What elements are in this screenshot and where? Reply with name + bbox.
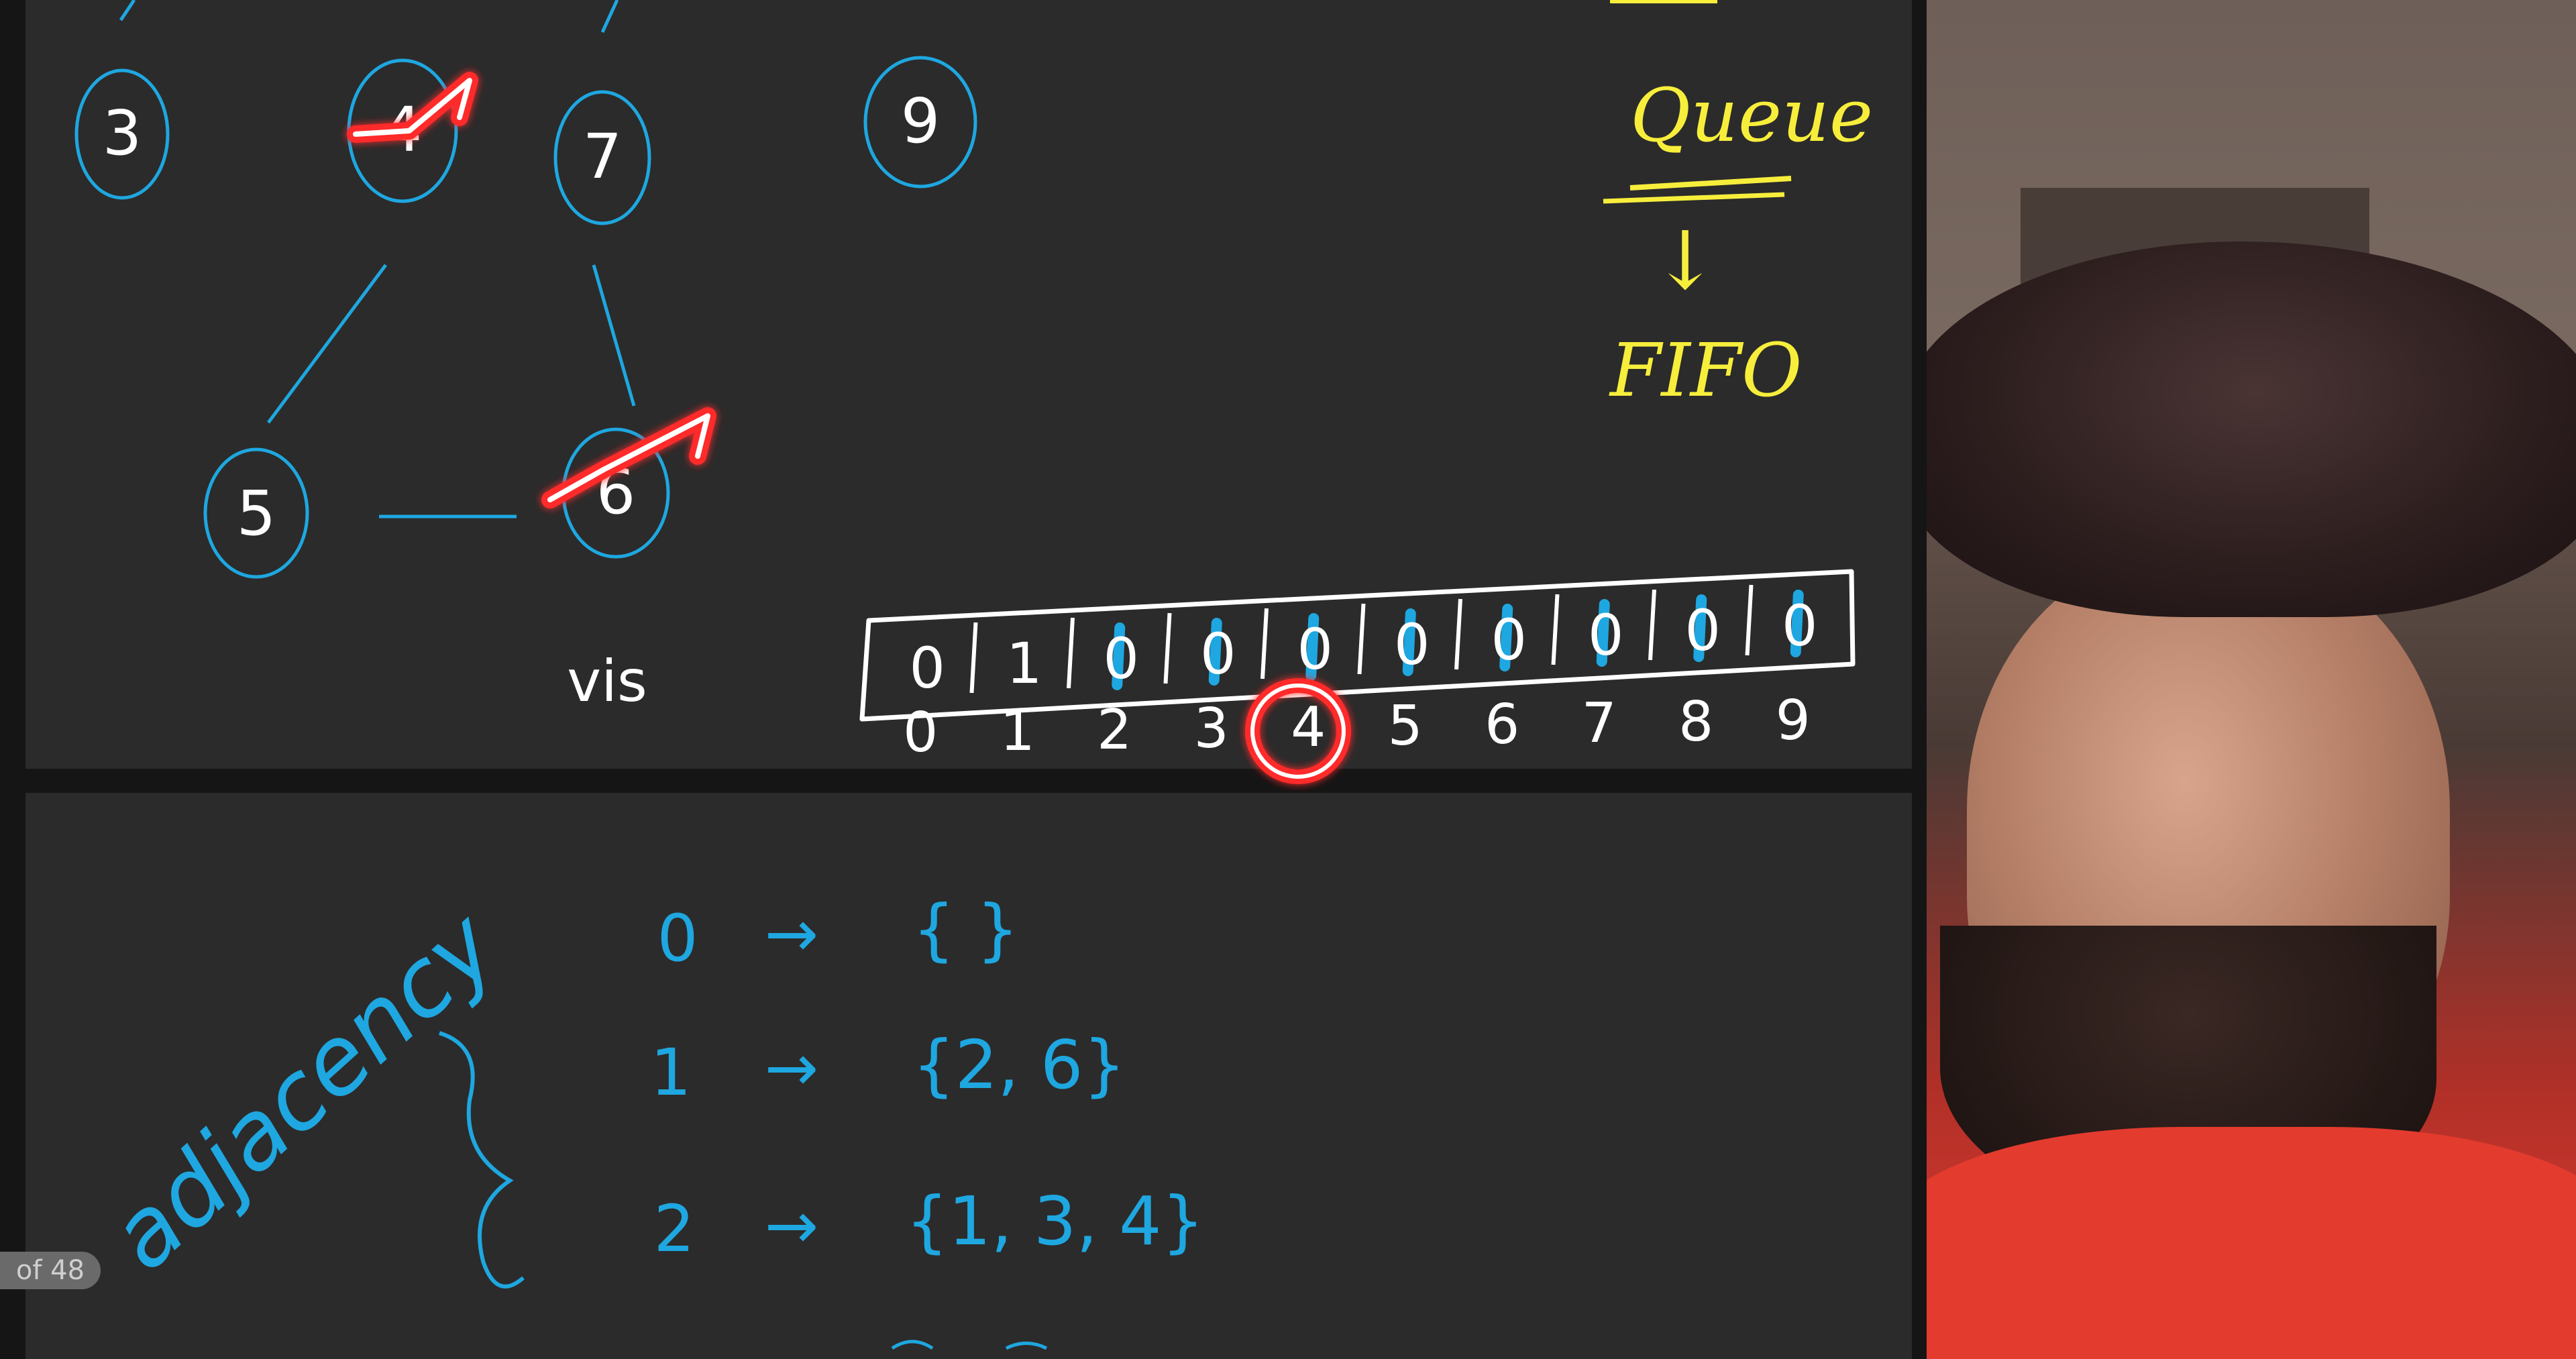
vis-cell-mark: [1596, 599, 1610, 667]
vis-cell-value: 0: [1685, 598, 1721, 663]
queue-underline: [1603, 192, 1785, 204]
presenter-hair: [1927, 241, 2576, 617]
page-counter: of 48: [0, 1252, 101, 1289]
graph-node-4: 4: [347, 58, 478, 203]
graph-edge-7-6: [592, 264, 636, 406]
vis-cell-divider: [1551, 594, 1560, 665]
node-label: 3: [103, 97, 142, 169]
adjacency-row-0: 0 → { }: [657, 890, 1019, 976]
adjacency-node: 2: [653, 1191, 694, 1266]
vis-cell-divider: [1067, 617, 1075, 689]
graph-node-9: 9: [863, 56, 977, 188]
vis-cell-mark: [1305, 613, 1320, 681]
vis-index-label: 9: [1776, 689, 1811, 753]
graph-edge-4-5: [266, 264, 388, 424]
vis-cell-divider: [1260, 608, 1269, 680]
presenter-webcam: [1927, 0, 2576, 1359]
vis-index-label: 4: [1291, 696, 1326, 759]
graph-node-7: 7: [553, 90, 651, 225]
vis-cell-value: 0: [1491, 607, 1527, 673]
vis-index-label: 5: [1388, 694, 1423, 758]
vis-cell-mark: [1208, 618, 1222, 686]
adjacency-row-1: 1 → {2, 6}: [650, 1026, 1126, 1110]
vis-cell-value: 0: [1297, 616, 1333, 682]
vis-index-label: 3: [1194, 697, 1229, 761]
adjacency-side-label: adjacency: [90, 890, 519, 1291]
arrow-right-icon: →: [765, 1030, 818, 1105]
vis-cell-mark: [1499, 604, 1513, 671]
vis-label: vis: [567, 648, 647, 715]
graph-edge-partial: [119, 0, 136, 21]
queue-label: Queue: [1630, 72, 1873, 158]
adjacency-brace: [439, 1031, 525, 1289]
arrow-right-icon: →: [765, 896, 818, 971]
vis-cell-divider: [1745, 584, 1754, 656]
vis-cell-value: 0: [910, 635, 945, 701]
down-arrow-icon: ↓: [1652, 215, 1719, 308]
vis-index-label: 1: [1000, 700, 1035, 763]
partial-row-mark: [1005, 1342, 1048, 1350]
graph-node-5: 5: [203, 447, 309, 579]
queue-underline: [1629, 176, 1792, 191]
presenter-shirt: [1927, 1127, 2576, 1359]
adjacency-node: 1: [650, 1035, 691, 1110]
adjacency-list: adjacency 0 → { } 1 → {2, 6} 2 → {1, 3, …: [90, 890, 1204, 1350]
vis-cell-divider: [1454, 598, 1462, 670]
adjacency-row-2: 2 → {1, 3, 4}: [653, 1182, 1204, 1266]
vis-cell-value: 1: [1006, 631, 1042, 696]
vis-cell-mark: [1693, 594, 1707, 662]
vis-index-label: 8: [1678, 690, 1713, 754]
fifo-label: FIFO: [1609, 327, 1802, 413]
whiteboard-bottom-panel: [25, 793, 1912, 1359]
adjacency-neighbors: {2, 6}: [912, 1026, 1126, 1104]
graph-node-6: 6: [541, 407, 716, 559]
vis-index-label: 7: [1582, 692, 1617, 755]
vis-cell-value: 0: [1200, 621, 1236, 687]
vis-cell-divider: [1357, 603, 1366, 675]
vis-cell-value: 0: [1394, 612, 1430, 677]
vis-index-label: 6: [1485, 693, 1519, 757]
vis-cell-divider: [1648, 589, 1656, 661]
partial-row-mark: [891, 1340, 934, 1350]
vis-cell-mark: [1112, 622, 1126, 690]
graph-edge-partial: [600, 0, 619, 34]
node-label: 5: [237, 478, 276, 549]
adjacency-neighbors: { }: [912, 890, 1019, 969]
adjacency-neighbors: {1, 3, 4}: [906, 1182, 1204, 1260]
node-label: 9: [901, 85, 941, 157]
vis-cell-value: 0: [1588, 602, 1623, 668]
vis-cell-divider: [1163, 612, 1172, 684]
vis-cell-value: 0: [1104, 626, 1139, 692]
vis-cell-mark: [1790, 590, 1804, 657]
graph-node-3: 3: [74, 68, 170, 200]
vis-index-label: 0: [903, 701, 938, 765]
arrow-right-icon: →: [765, 1188, 818, 1263]
vis-cell-mark: [1402, 608, 1416, 676]
adjacency-node: 0: [657, 901, 698, 976]
node-label: 7: [583, 121, 623, 193]
vis-index-label: 2: [1097, 698, 1132, 762]
vis-cell-value: 0: [1782, 593, 1817, 659]
vis-cell-divider: [969, 622, 978, 694]
